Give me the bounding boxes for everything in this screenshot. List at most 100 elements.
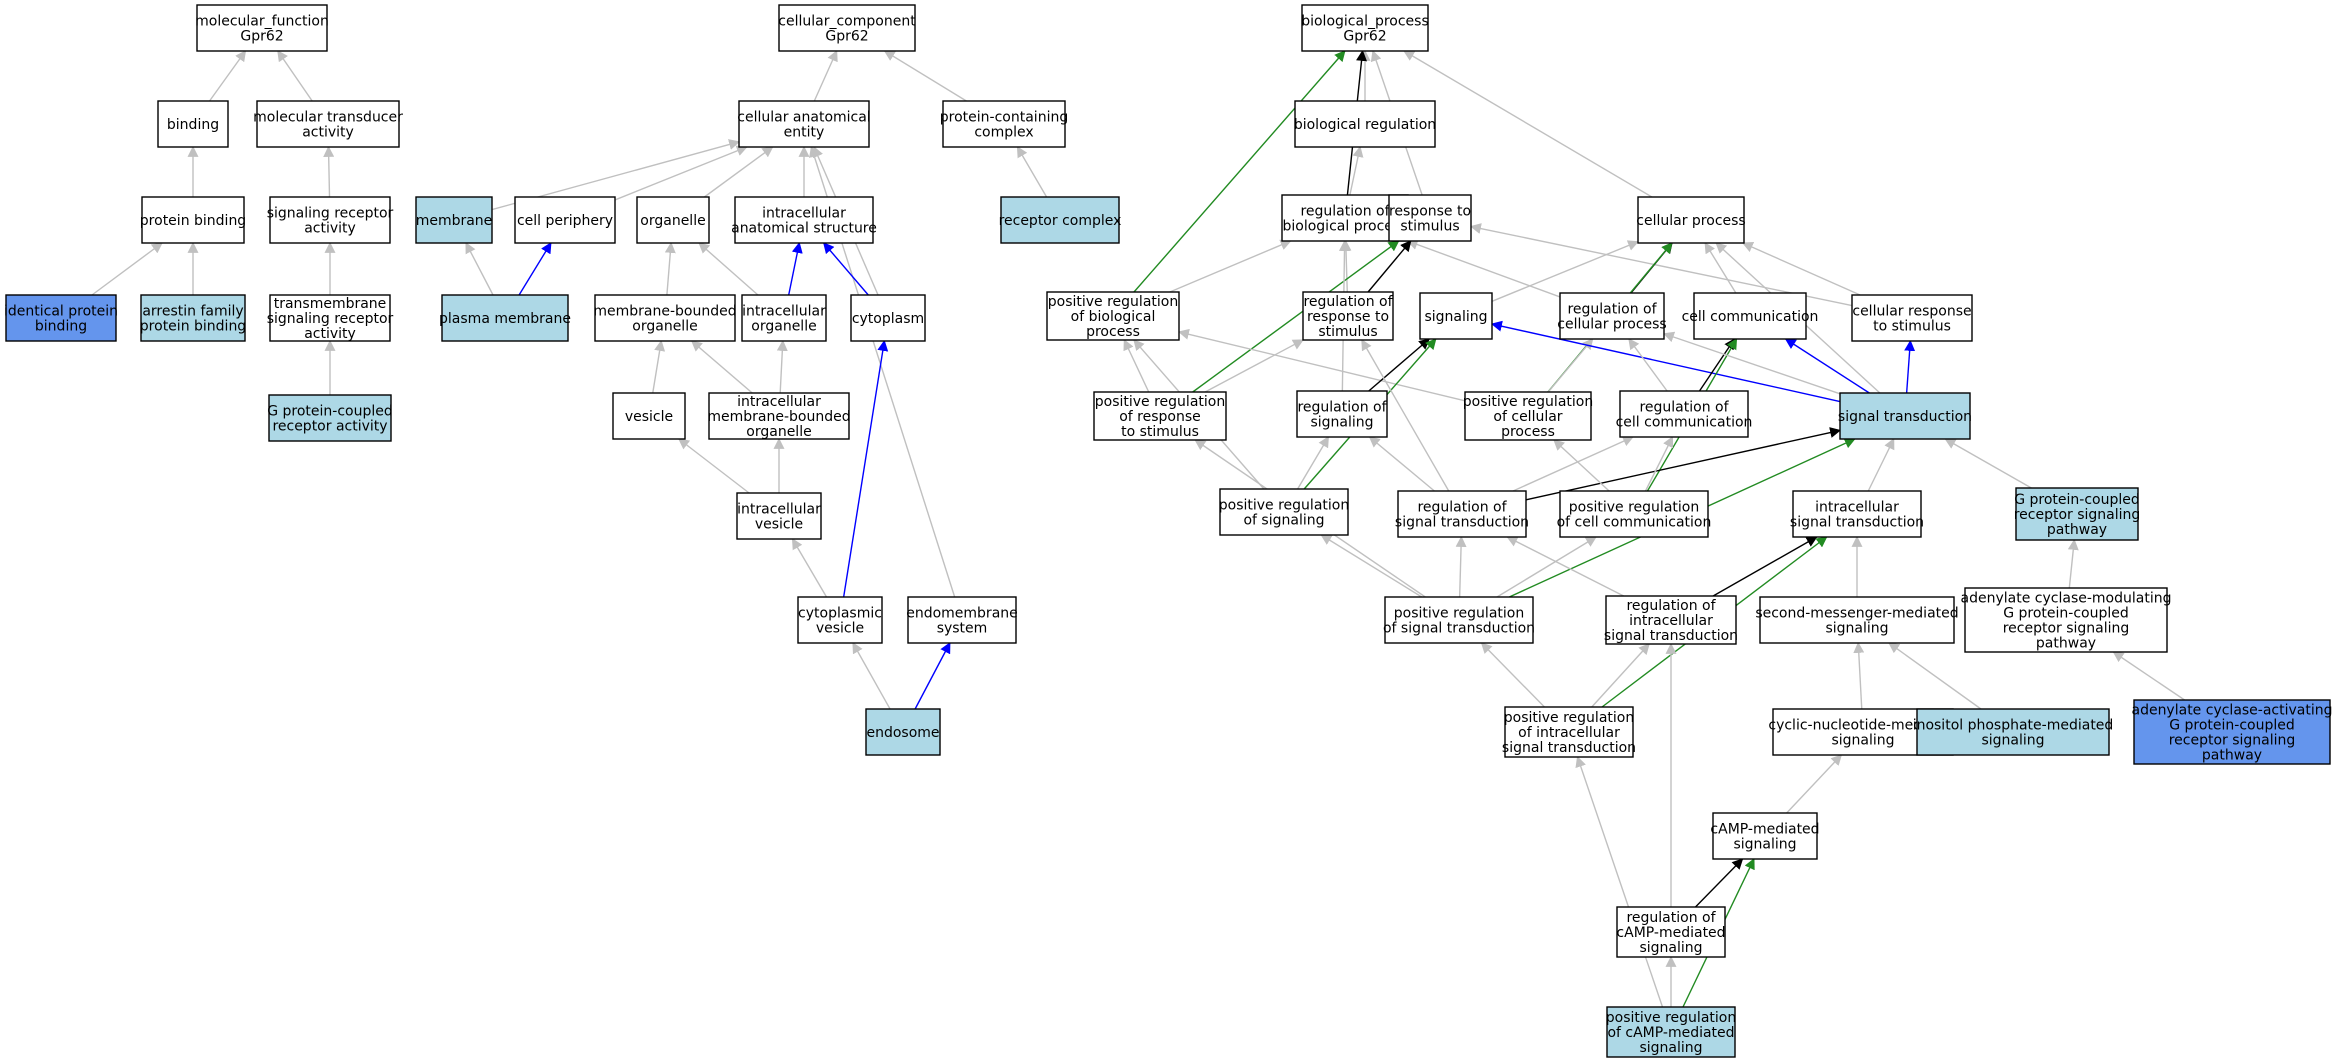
node-vesicle[interactable]: vesicle	[612, 392, 686, 440]
node-binding[interactable]: binding	[157, 100, 229, 148]
edge-cellper-to-cae	[614, 145, 748, 201]
node-cellper[interactable]: cell periphery	[514, 196, 616, 244]
node-label: of cAMP-mediated	[1607, 1025, 1734, 1041]
node-label: positive regulation	[1504, 710, 1634, 726]
node-label: organelle	[751, 319, 816, 335]
node-label: biological regulation	[1294, 117, 1436, 133]
node-label: biological_process	[1301, 14, 1429, 30]
node-label: signaling	[1639, 940, 1702, 956]
node-label: regulation of	[1626, 910, 1716, 926]
node-rc[interactable]: receptor complex	[999, 196, 1122, 244]
node-box	[1606, 1006, 1736, 1058]
node-label: endosome	[866, 725, 939, 741]
node-label: system	[937, 621, 988, 637]
node-label: activity	[304, 221, 356, 237]
node-label: cell communication	[1616, 415, 1753, 431]
node-membrane[interactable]: membrane	[415, 196, 493, 244]
node-label: Gpr62	[1343, 29, 1386, 45]
node-box	[738, 100, 870, 148]
node-cyto[interactable]: cytoplasm	[850, 294, 926, 342]
node-label: Gpr62	[825, 29, 868, 45]
node-label: of response	[1119, 409, 1201, 425]
edge-prcc-to-prcp	[1553, 439, 1610, 492]
node-label: protein-containing	[940, 110, 1068, 126]
node-st[interactable]: signal transduction	[1838, 392, 1972, 440]
node-box	[269, 196, 391, 244]
node-label: intracellular	[1815, 500, 1899, 516]
node-cp[interactable]: cellular process	[1636, 196, 1746, 244]
node-box	[778, 4, 916, 52]
edge-prcp-to-rcp	[1547, 338, 1594, 393]
node-label: cytoplasm	[852, 311, 924, 327]
node-box	[1219, 488, 1349, 536]
node-breg[interactable]: biological regulation	[1294, 100, 1436, 148]
node-endosome[interactable]: endosome	[865, 708, 941, 756]
node-ccom[interactable]: cell communication	[1682, 292, 1819, 340]
node-signaling[interactable]: signaling	[1419, 292, 1493, 340]
node-organelle[interactable]: organelle	[636, 196, 710, 244]
edge-ccom-to-cp	[1704, 242, 1737, 294]
edge-rist-to-ist	[1712, 536, 1818, 597]
edge-cyto-to-ias	[822, 242, 869, 296]
node-label: positive regulation	[1606, 1010, 1736, 1026]
node-label: positive regulation	[1394, 606, 1524, 622]
node-box	[594, 294, 736, 342]
node-box	[5, 294, 117, 342]
node-pb[interactable]: protein binding	[140, 196, 246, 244]
node-box	[1281, 194, 1409, 242]
node-label: organelle	[640, 213, 705, 229]
edge-crs-to-cp	[1741, 241, 1861, 296]
node-label: cellular anatomical	[737, 110, 870, 126]
node-label: signal transduction	[1502, 740, 1636, 756]
edge-endosome-to-es	[914, 642, 951, 710]
node-label: signaling	[1424, 309, 1487, 325]
node-pm[interactable]: plasma membrane	[439, 294, 571, 342]
edge-acm-to-gpcrsp	[2067, 538, 2079, 589]
node-label: organelle	[746, 424, 811, 440]
